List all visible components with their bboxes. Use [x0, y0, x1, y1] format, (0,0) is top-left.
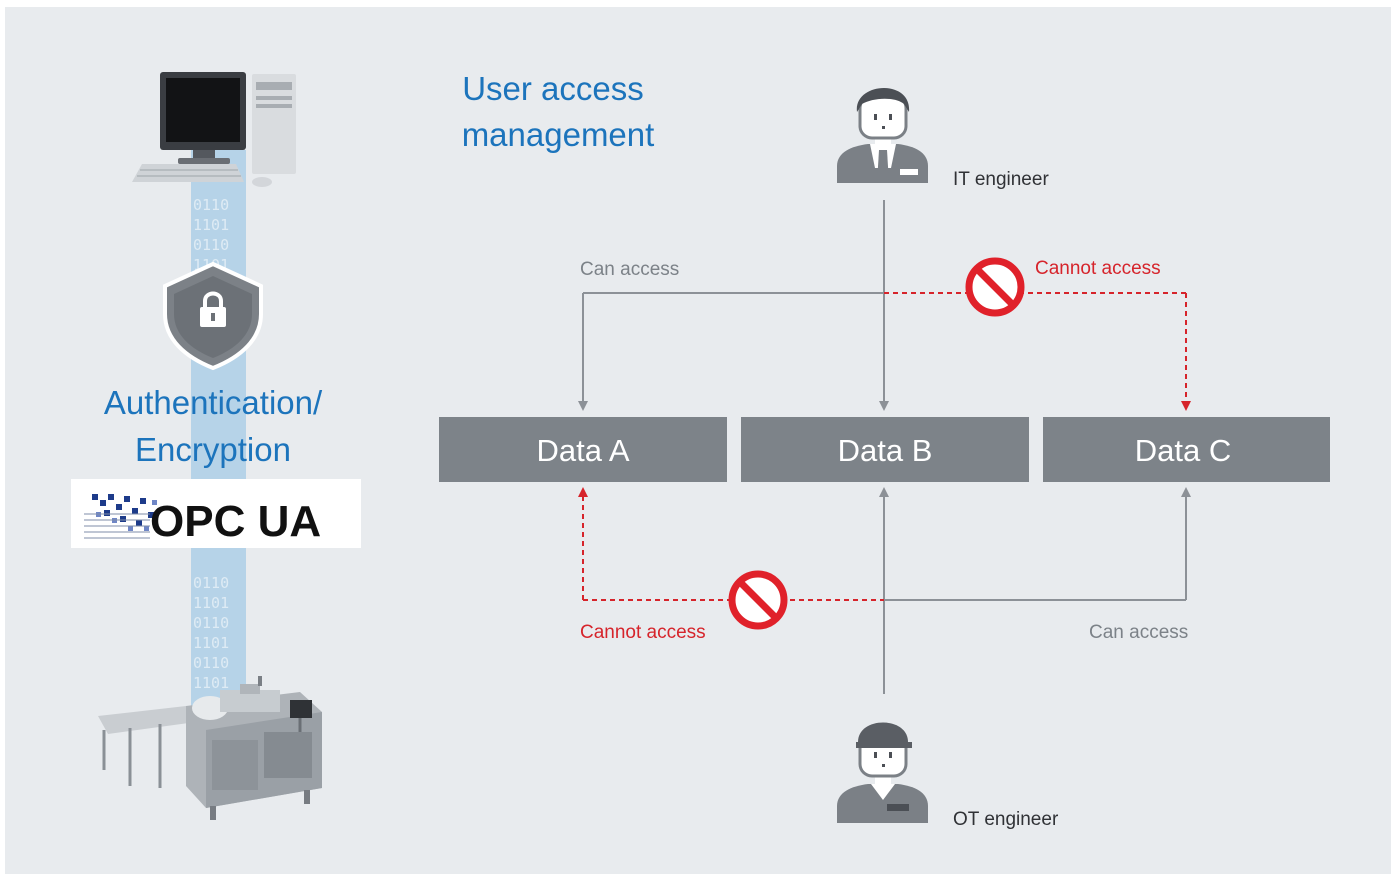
binary-bits-row: 0110 — [193, 574, 229, 592]
it-connectors — [578, 200, 1191, 411]
security-title-line2: Encryption — [135, 431, 291, 468]
ot-engineer-label: OT engineer — [953, 809, 1059, 830]
binary-bits-row: 1101 — [193, 674, 229, 692]
shield-lock-icon — [163, 261, 263, 371]
packaging-machine-icon — [98, 676, 322, 820]
ot-engineer-icon — [837, 722, 928, 823]
ot-connectors — [578, 487, 1191, 694]
it-engineer-icon — [837, 87, 928, 183]
binary-bits-row: 0110 — [193, 196, 229, 214]
opc-ua-logo-text: OPC UA — [150, 497, 321, 546]
data-box-c: Data C — [1043, 417, 1330, 482]
it-can-access-label: Can access — [580, 259, 679, 280]
it-cannot-access-label: Cannot access — [1035, 258, 1161, 279]
ot-cannot-access-label: Cannot access — [580, 622, 706, 643]
ot-can-access-label: Can access — [1089, 622, 1188, 643]
prohibited-icon — [965, 257, 1025, 317]
title-line2: management — [462, 116, 655, 153]
it-engineer-label: IT engineer — [953, 169, 1049, 190]
data-box-b-label: Data B — [838, 433, 933, 468]
opc-ua-logo: OPC UA — [71, 479, 361, 548]
data-box-a: Data A — [439, 417, 727, 482]
binary-bits-row: 0110 — [193, 614, 229, 632]
data-box-c-label: Data C — [1135, 433, 1231, 468]
binary-bits-row: 1101 — [193, 216, 229, 234]
binary-bits-row: 0110 — [193, 236, 229, 254]
prohibited-icon — [728, 570, 788, 630]
desktop-computer-icon — [132, 72, 296, 187]
binary-bits-row: 1101 — [193, 594, 229, 612]
binary-bits-row: 1101 — [193, 634, 229, 652]
data-box-a-label: Data A — [536, 433, 629, 468]
data-box-b: Data B — [741, 417, 1029, 482]
binary-bits-row: 0110 — [193, 654, 229, 672]
title-line1: User access — [462, 70, 644, 107]
security-title-line1: Authentication/ — [104, 384, 323, 421]
